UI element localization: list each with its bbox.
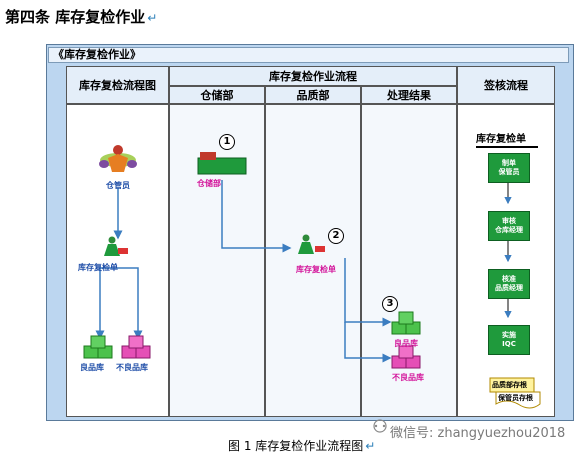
lane-header-warehouse: 仓储部	[169, 86, 265, 104]
lane-warehouse	[169, 104, 265, 417]
lane-header-quality: 品质部	[265, 86, 361, 104]
arrow-quality-to-good	[344, 258, 392, 327]
arrow-quality-to-bad	[344, 322, 392, 363]
worker-icon-process	[298, 234, 325, 254]
approval-step-1: 制单保管员	[488, 153, 530, 183]
label-custodian: 仓管员	[106, 181, 130, 190]
custodian-icon	[99, 145, 137, 172]
watermark: 微信号: zhangyuezhou2018	[390, 426, 566, 441]
label-good-left: 良品库	[80, 363, 104, 372]
arrow-warehouse-to-quality	[221, 180, 292, 253]
good-stock-icon-left	[83, 335, 113, 359]
col-header-approval: 签核流程	[457, 66, 555, 104]
col-header-process: 库存复检作业流程	[169, 66, 457, 86]
approval-step-2: 审核仓库经理	[488, 211, 530, 241]
frame-title: 《库存复检作业》	[48, 47, 569, 63]
step-number-1: 1	[219, 134, 235, 150]
worker-icon-left	[104, 236, 128, 256]
doc-label-2: 保管员存根	[498, 394, 533, 402]
lane-header-result: 处理结果	[361, 86, 457, 104]
warehouse-icon	[197, 152, 247, 175]
label-bad-result: 不良品库	[392, 373, 424, 382]
wechat-icon	[373, 419, 387, 433]
step-number-2: 2	[328, 228, 344, 244]
section-heading: 第四条 库存复检作业↵	[5, 8, 158, 26]
step-number-3: 3	[382, 296, 398, 312]
arrow-recheck-to-good	[95, 267, 118, 340]
doc-label-1: 品质部存根	[492, 381, 527, 389]
bad-stock-icon-result	[391, 345, 421, 369]
document-icon	[489, 377, 541, 409]
label-warehouse: 仓储部	[197, 179, 221, 188]
bad-stock-icon-left	[121, 335, 151, 359]
figure-caption: 图 1 库存复检作业流程图↵	[228, 439, 376, 453]
approval-title-underline	[476, 146, 538, 148]
col-header-flowchart: 库存复检流程图	[66, 66, 169, 104]
approval-title: 库存复检单	[476, 134, 526, 145]
good-stock-icon-result	[391, 311, 421, 335]
label-bad-left: 不良品库	[116, 363, 148, 372]
arrow-recheck-to-bad	[118, 267, 143, 340]
label-good-result: 良品库	[394, 339, 418, 348]
label-recheck-left: 库存复检单	[78, 263, 118, 272]
label-recheck-process: 库存复检单	[296, 265, 336, 274]
approval-step-3: 核准品质经理	[488, 269, 530, 299]
